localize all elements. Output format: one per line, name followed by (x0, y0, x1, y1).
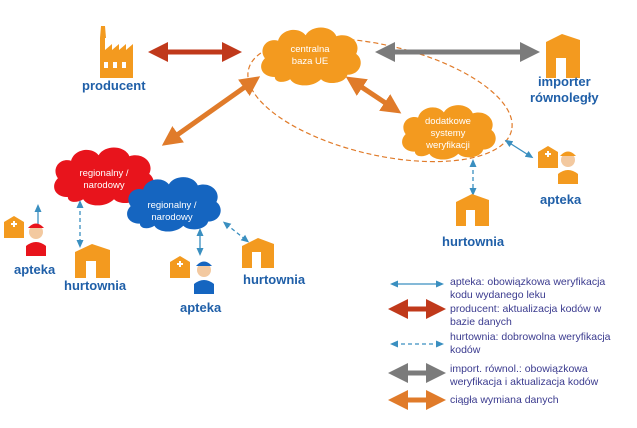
regional-n-name: system n (151, 236, 193, 247)
hurtownia-mid-label: hurtownia (442, 234, 505, 249)
house-icon-importer (546, 34, 580, 78)
house-icon-hurtownia-center (242, 238, 274, 268)
pharmacist-icon-left (26, 223, 46, 256)
legend-item-apteka: apteka: obowiązkowa weryfikacja kodu wyd… (450, 276, 606, 301)
regional-n-title: regionalny / narodowy (147, 200, 197, 223)
house-icon-hurtownia-mid (456, 194, 489, 226)
additional-cloud-label: dodatkowe systemy weryfikacji (425, 116, 471, 151)
pharmacy-icon-right (538, 146, 558, 168)
apteka-left-label: apteka (14, 262, 56, 277)
regional-1-title: regionalny / narodowy (79, 168, 129, 191)
apteka-right-label: apteka (540, 192, 582, 207)
additional-apteka-right-arrow (504, 139, 534, 159)
central-regional-arrow (161, 76, 261, 146)
importer-label: importer równoległy (530, 74, 599, 105)
apteka-center-label: apteka (180, 300, 222, 315)
regional-n-cloud-label: regionalny / narodowy system n (130, 188, 214, 248)
regional-1-cloud-label: regionalny / narodowy system 1 (62, 156, 146, 216)
legend-item-hurtownia: hurtownia: dobrowolna weryfikacja kodów (450, 331, 611, 356)
legend-item-importer: import. równol.: obowiązkowa weryfikacja… (450, 363, 599, 388)
pharmacy-icon-center (170, 256, 190, 278)
pharmacy-icon-left (4, 216, 24, 238)
legend-item-producent: producent: aktualizacja kodów w bazie da… (450, 303, 602, 328)
regional-1-name: system 1 (83, 204, 125, 215)
central-additional-arrow (345, 76, 402, 114)
factory-icon (100, 26, 133, 78)
hurtownia-left-label: hurtownia (64, 278, 127, 293)
pharmacist-icon-center (194, 261, 214, 294)
legend-item-exchange: ciągła wymiana danych (450, 394, 559, 406)
central-cloud-label: centralna baza UE (290, 44, 330, 67)
regional-hurtownia-center-arrow (222, 221, 250, 243)
house-icon-hurtownia-left (75, 244, 110, 278)
pharmacist-icon-right (558, 151, 578, 184)
hurtownia-center-label: hurtownia (243, 272, 306, 287)
producent-label: producent (82, 78, 146, 93)
